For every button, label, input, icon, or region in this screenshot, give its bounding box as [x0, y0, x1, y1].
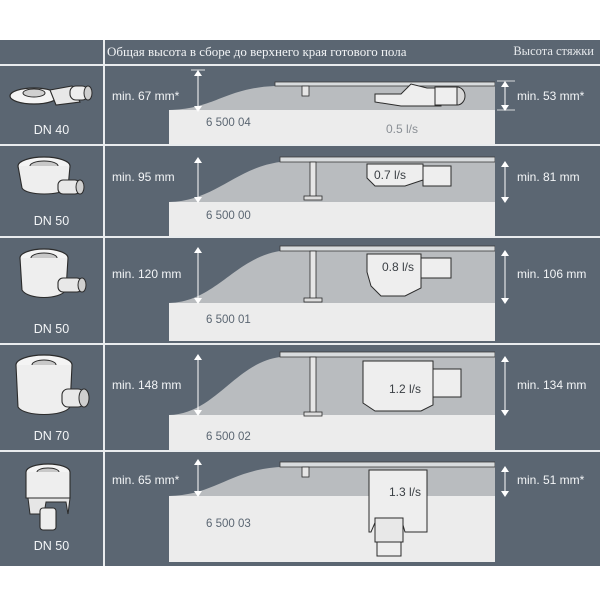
flat-drain-dn40-icon [9, 85, 93, 106]
min-total-height: min. 95 mm [112, 170, 175, 184]
table-row: DN 40 min. 67 mm* min. 53 mm* 6 500 04 0… [0, 66, 600, 144]
table-row: DN 50 min. 120 mm min. 106 mm 6 500 01 0… [0, 238, 600, 343]
screed-dimension-arrow [501, 250, 509, 304]
column-divider [103, 40, 105, 566]
dn-label: DN 50 [33, 214, 70, 228]
min-total-height: min. 148 mm [112, 378, 182, 392]
installation-section-drawing [169, 351, 495, 450]
flow-rate: 1.3 l/s [389, 485, 422, 499]
table-row: DN 70 min. 148 mm min. 134 mm 6 500 02 1… [0, 345, 600, 450]
screed-dimension-arrow [501, 161, 509, 203]
dn-label: DN 50 [33, 539, 70, 553]
min-screed-height: min. 53 mm* [517, 89, 585, 103]
drain-spec-table: Общая высота в сборе до верхнего края го… [0, 40, 600, 566]
min-screed-height: min. 134 mm [517, 378, 587, 392]
product-cell: DN 50 [0, 238, 103, 343]
min-screed-height: min. 106 mm [517, 267, 587, 281]
flow-rate: 0.8 l/s [382, 260, 415, 274]
product-cell: DN 50 [0, 146, 103, 236]
dn-label: DN 70 [33, 429, 70, 443]
installation-section-drawing [169, 459, 495, 562]
header-screed-height: Высота стяжки [513, 44, 594, 58]
drain-body-dn50-icon [17, 156, 85, 195]
article-number: 6 500 00 [206, 210, 251, 222]
row-divider [0, 144, 600, 146]
article-number: 6 500 03 [206, 518, 251, 530]
header-empty-cell [0, 40, 103, 64]
flow-rate: 0.7 l/s [374, 168, 407, 182]
min-screed-height: min. 51 mm* [517, 473, 585, 487]
product-cell: DN 70 [0, 345, 103, 450]
min-total-height: min. 67 mm* [112, 89, 180, 103]
product-cell: DN 50 [0, 452, 103, 564]
flow-rate: 0.5 l/s [386, 122, 419, 136]
table-row: DN 50 min. 95 mm min. 81 mm 6 500 00 0.7… [0, 146, 600, 236]
drain-body-dn50-tall-icon [19, 248, 87, 299]
article-number: 6 500 02 [206, 431, 251, 443]
vertical-drain-dn50-icon [25, 463, 71, 531]
screed-dimension-arrow [501, 356, 509, 416]
drain-body-dn70-icon [15, 354, 90, 416]
screed-dimension-arrow [497, 80, 515, 111]
dn-label: DN 50 [33, 322, 70, 336]
row-divider [0, 64, 600, 66]
product-cell: DN 40 [0, 66, 103, 144]
installation-section-drawing [169, 156, 495, 236]
min-total-height: min. 65 mm* [112, 473, 180, 487]
table-header: Общая высота в сборе до верхнего края го… [0, 40, 600, 64]
dn-label: DN 40 [33, 123, 70, 137]
installation-section-drawing [169, 69, 495, 144]
screed-dimension-arrow [501, 466, 509, 497]
flow-rate: 1.2 l/s [389, 382, 422, 396]
header-title: Общая высота в сборе до верхнего края го… [107, 44, 407, 59]
row-divider [0, 236, 600, 238]
min-total-height: min. 120 mm [112, 267, 182, 281]
row-divider [0, 343, 600, 345]
installation-section-drawing [169, 245, 495, 341]
row-divider [0, 450, 600, 452]
article-number: 6 500 04 [206, 117, 251, 129]
min-screed-height: min. 81 mm [517, 170, 580, 184]
table-row: DN 50 min. 65 mm* min. 51 mm* 6 500 03 1… [0, 452, 600, 564]
article-number: 6 500 01 [206, 314, 251, 326]
